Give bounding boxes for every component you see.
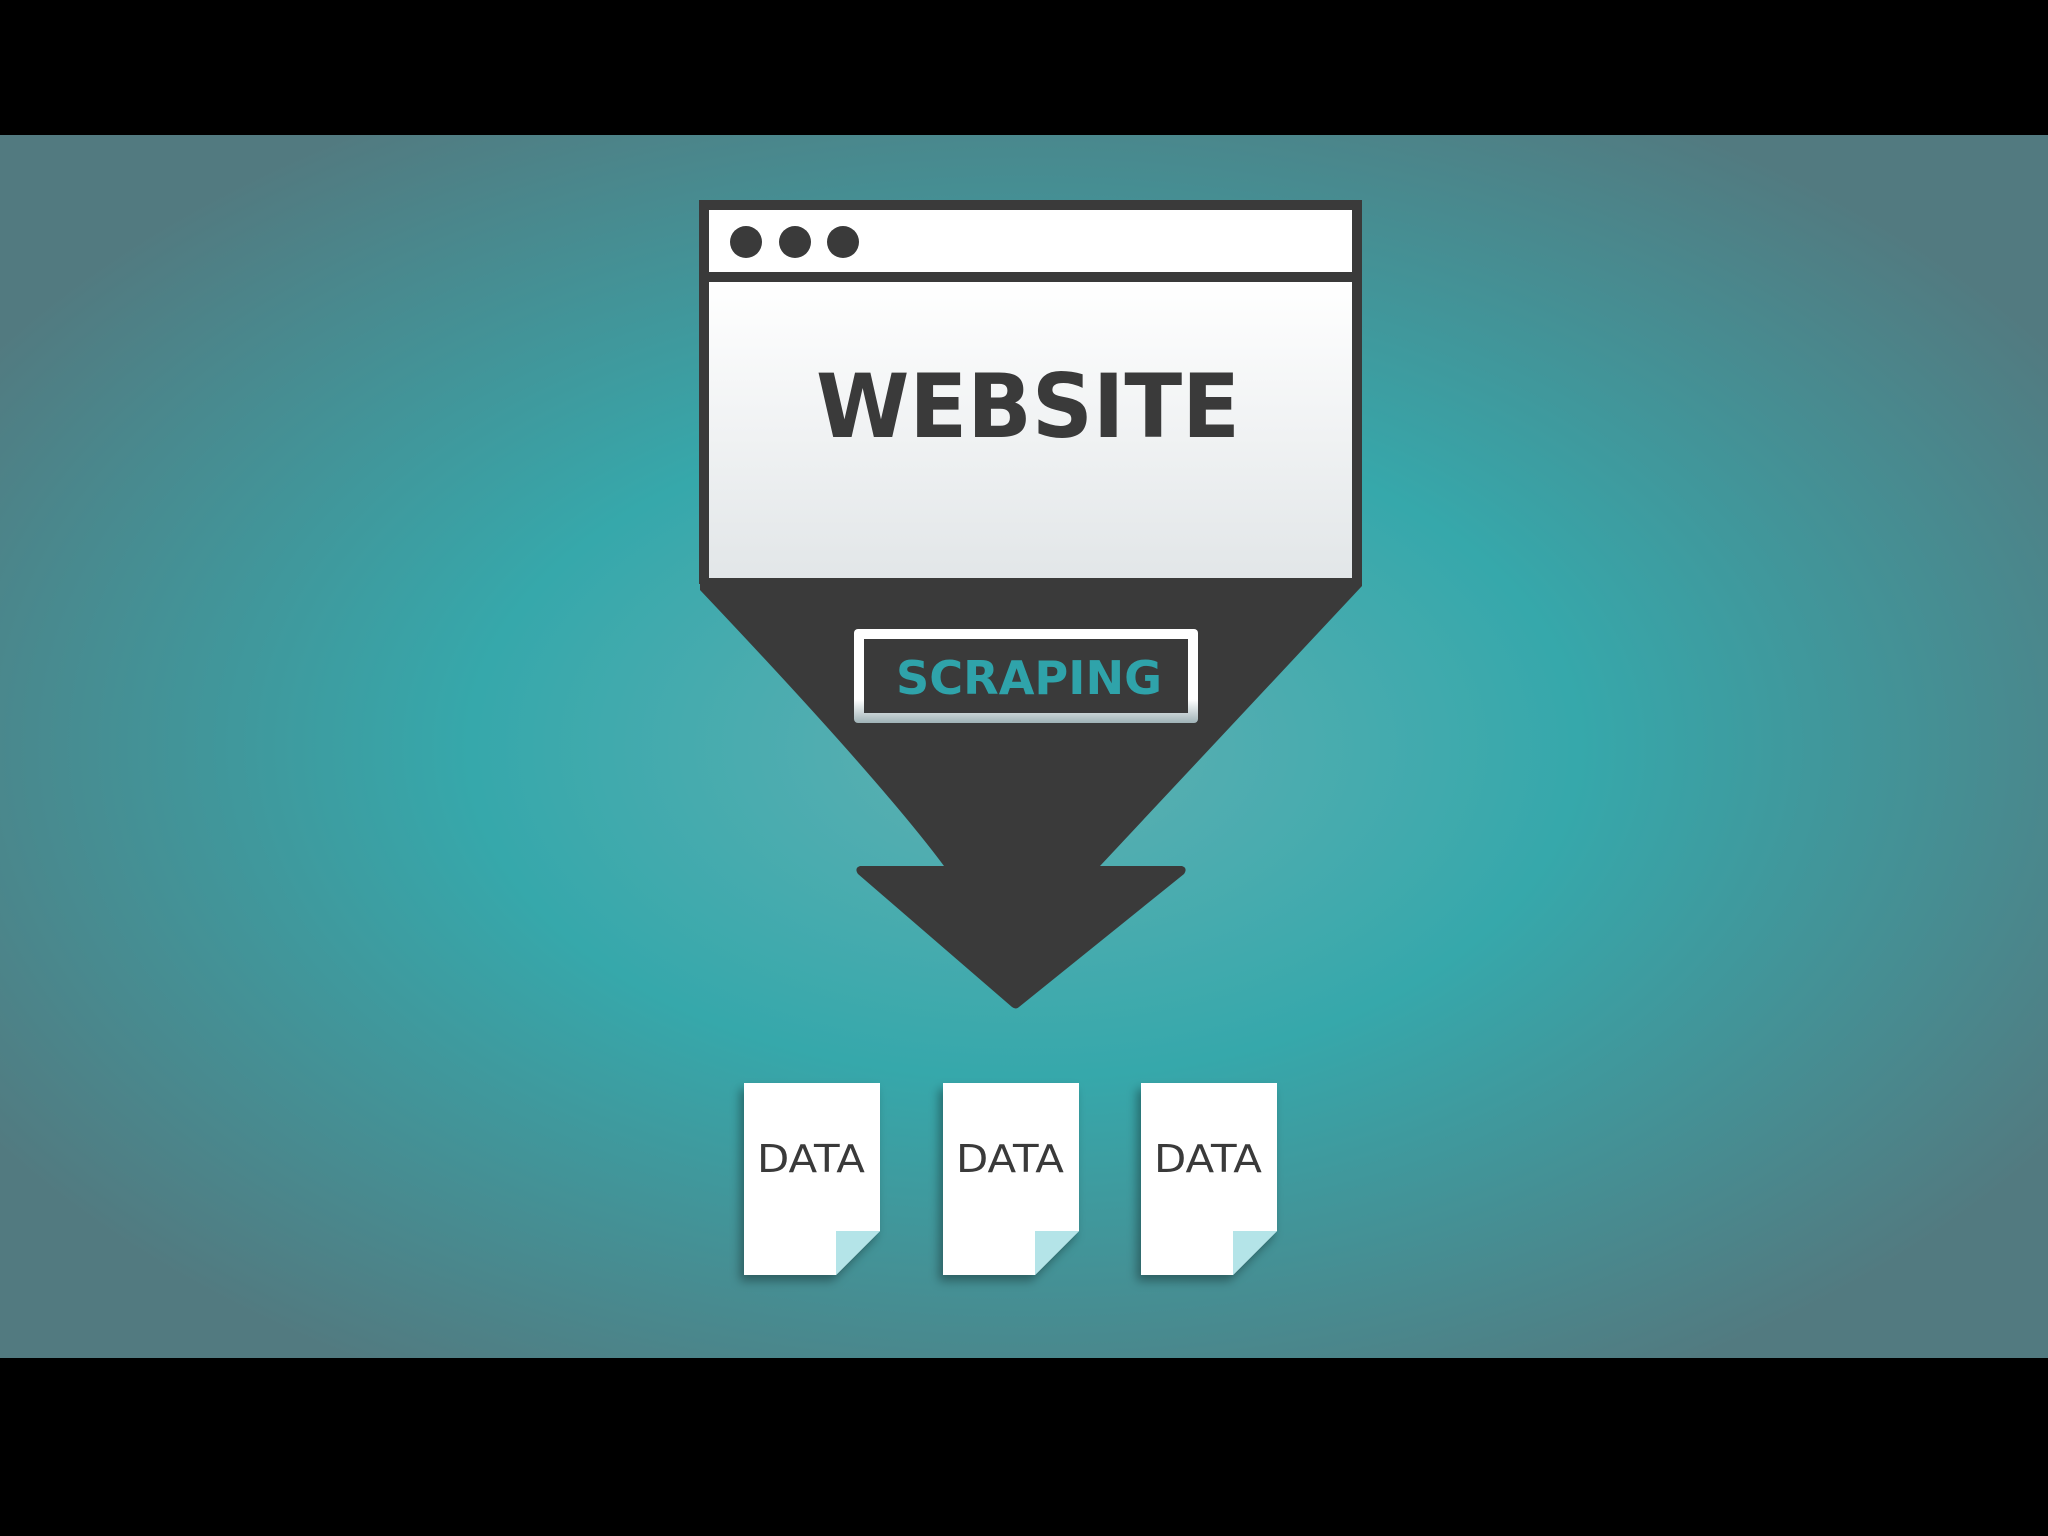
data-documents <box>744 1083 1277 1275</box>
data-label-2: DATA <box>956 1137 1064 1181</box>
browser-window-icon <box>699 200 1362 584</box>
document-icon <box>744 1083 880 1275</box>
window-dot-icon <box>779 226 811 258</box>
website-label: WEBSITE <box>816 355 1240 458</box>
letterbox-top <box>0 0 2048 135</box>
letterbox-bottom <box>0 1358 2048 1536</box>
window-dot-icon <box>827 226 859 258</box>
document-icon <box>943 1083 1079 1275</box>
data-label-1: DATA <box>757 1137 865 1181</box>
data-label-3: DATA <box>1154 1137 1262 1181</box>
document-icon <box>1141 1083 1277 1275</box>
scraping-box <box>854 629 1198 723</box>
window-dot-icon <box>730 226 762 258</box>
scraping-label: SCRAPING <box>896 651 1162 705</box>
